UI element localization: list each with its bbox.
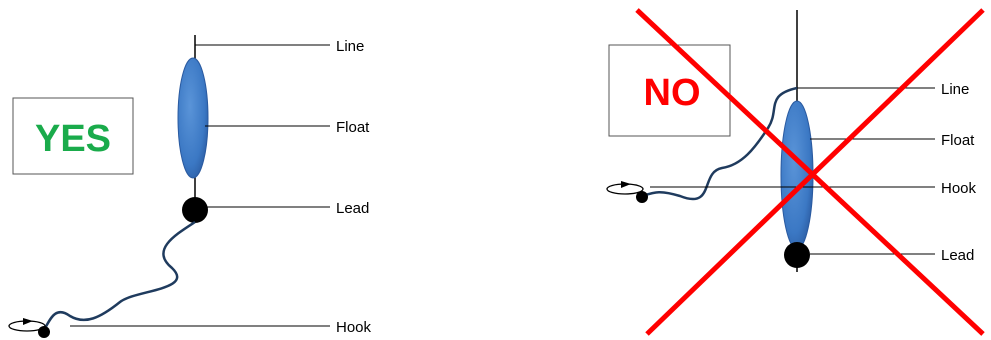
float-wrong [780,100,814,250]
lead-weight-wrong [784,242,810,268]
leader-line [42,220,196,331]
correct-rig-panel: YES Line Float Lead Hook [8,35,372,338]
lead-weight [182,197,208,223]
float-label-wrong: Float [941,132,975,149]
incorrect-rig-panel: NO Line Float Hook Lead [606,8,985,336]
float-label: Float [336,119,370,136]
red-cross-stroke-1 [635,8,985,336]
yes-badge-text: YES [35,118,111,160]
line-label-wrong: Line [941,81,969,98]
hook-label: Hook [336,319,372,336]
red-cross-stroke-2 [645,8,985,336]
float [177,57,209,179]
hook-label-wrong: Hook [941,180,977,197]
yes-badge-box [12,97,134,175]
no-badge-box [608,44,731,137]
no-badge-text: NO [644,72,701,114]
hook-icon [8,318,50,338]
leader-line-wrong [641,86,798,201]
lead-label: Lead [336,200,369,217]
lead-label-wrong: Lead [941,247,974,264]
line-label: Line [336,38,364,55]
hook-icon-wrong [606,181,648,203]
